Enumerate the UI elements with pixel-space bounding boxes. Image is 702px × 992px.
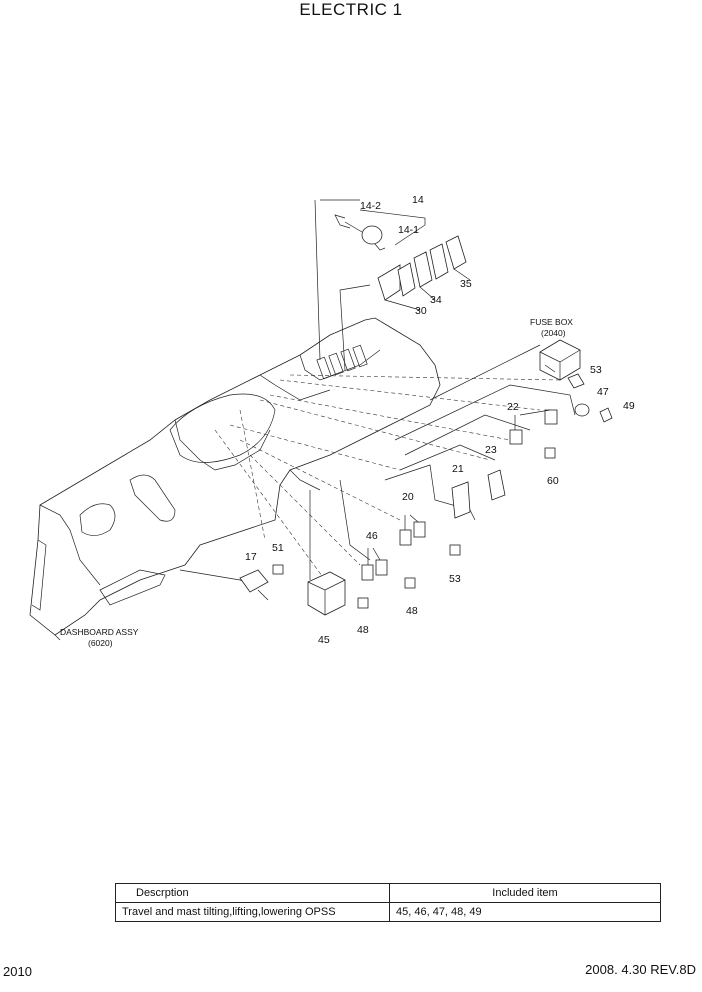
label-51: 51 — [272, 542, 284, 554]
label-23: 23 — [485, 444, 497, 456]
label-17: 17 — [245, 551, 257, 563]
label-48-left: 48 — [357, 624, 369, 636]
label-21: 21 — [452, 463, 464, 475]
row-included-item: 45, 46, 47, 48, 49 — [389, 902, 661, 922]
label-14-1: 14-1 — [398, 224, 419, 236]
label-30: 30 — [415, 305, 427, 317]
label-49: 49 — [623, 400, 635, 412]
row-description: Travel and mast tilting,lifting,lowering… — [115, 902, 390, 922]
label-53-top: 53 — [590, 364, 602, 376]
label-fuse-box: FUSE BOX — [530, 317, 573, 327]
key-switch-part — [334, 209, 426, 251]
revision-date: 2008. 4.30 REV.8D — [585, 962, 696, 977]
label-48-right: 48 — [406, 605, 418, 617]
page-number: 2010 — [3, 964, 32, 979]
label-14-2: 14-2 — [360, 200, 381, 212]
label-46: 46 — [366, 530, 378, 542]
label-22: 22 — [507, 401, 519, 413]
label-35: 35 — [460, 278, 472, 290]
header-included-item: Included item — [389, 883, 661, 903]
label-60: 60 — [547, 475, 559, 487]
header-description: Descrption — [115, 883, 390, 903]
dashboard-assembly — [29, 317, 441, 641]
relays-and-fasteners — [239, 373, 613, 616]
label-fuse-box-ref: (2040) — [541, 328, 566, 338]
label-47: 47 — [597, 386, 609, 398]
part-labels: 14 14-2 14-1 35 34 30 FUSE BOX (2040) 53… — [60, 194, 635, 648]
label-dashboard-ref: (6020) — [88, 638, 113, 648]
leader-lines — [179, 199, 576, 586]
label-20: 20 — [402, 491, 414, 503]
label-dashboard-assy: DASHBOARD ASSY — [60, 627, 139, 637]
switch-panel-part — [377, 235, 471, 311]
label-34: 34 — [430, 294, 442, 306]
label-53-bottom: 53 — [449, 573, 461, 585]
included-items-table: Descrption Included item Travel and mast… — [115, 883, 661, 922]
label-14: 14 — [412, 194, 424, 206]
label-45: 45 — [318, 634, 330, 646]
table-row: Travel and mast tilting,lifting,lowering… — [115, 902, 661, 922]
table-header-row: Descrption Included item — [115, 883, 661, 903]
fuse-box-part — [539, 339, 581, 381]
page-title: ELECTRIC 1 — [299, 0, 403, 19]
